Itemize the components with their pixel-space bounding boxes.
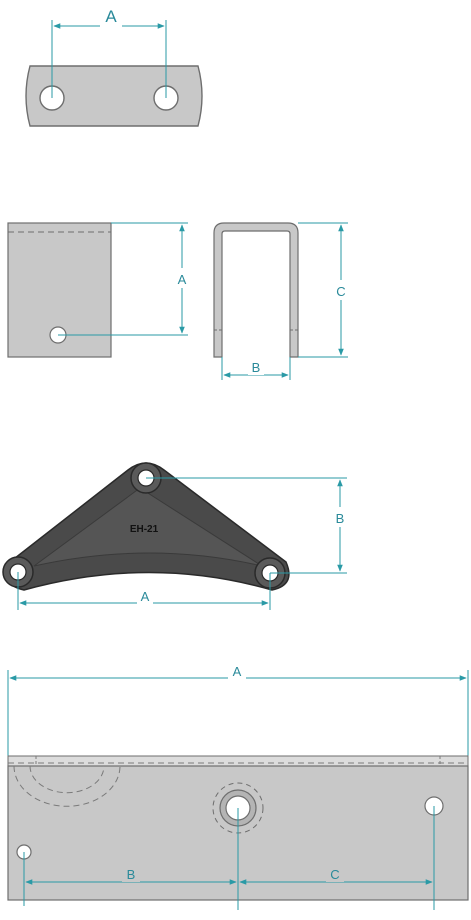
- plate-c-label-bg: [326, 866, 344, 882]
- plate-hidden-arc-inner: [29, 765, 105, 794]
- plate-a-label-bg: [228, 663, 246, 679]
- ubolt-bracket-figure: A C B: [7, 222, 350, 380]
- bracket-dimension-b-label: B: [252, 360, 261, 375]
- plate-dimension-b-label: B: [127, 867, 136, 882]
- bracket-dimension-a-label: A: [178, 272, 187, 287]
- bracket-a-label-bg: [175, 268, 189, 288]
- hanger-plate-figure: A B C: [7, 663, 469, 910]
- equalizer-a-label-bg: [137, 588, 153, 604]
- shackle-link-figure: A: [25, 6, 203, 127]
- plate-top-flange: [7, 755, 469, 767]
- bracket-b-label-bg: [248, 360, 264, 375]
- shackle-link-plate: [25, 65, 203, 127]
- plate-b-label-bg: [122, 866, 140, 882]
- bracket-c-label-bg: [332, 280, 350, 300]
- plate-dimension-a-label: A: [233, 664, 242, 679]
- bracket-front-view: [213, 222, 299, 358]
- equalizer-b-label-bg: [331, 507, 349, 527]
- shackle-label-bg: [100, 6, 122, 28]
- shackle-dimension-a-label: A: [105, 7, 117, 26]
- equalizer-dimension-a-label: A: [141, 589, 150, 604]
- equalizer-inner-rib: [33, 487, 263, 567]
- bracket-dimension-c-label: C: [336, 284, 345, 299]
- plate-dimension-c-label: C: [330, 867, 339, 882]
- equalizer-dimension-b-label: B: [336, 511, 345, 526]
- equalizer-figure: EH-21 B A: [2, 462, 349, 610]
- plate-hidden-arc-outer: [13, 765, 121, 807]
- equalizer-marking: EH-21: [130, 524, 159, 535]
